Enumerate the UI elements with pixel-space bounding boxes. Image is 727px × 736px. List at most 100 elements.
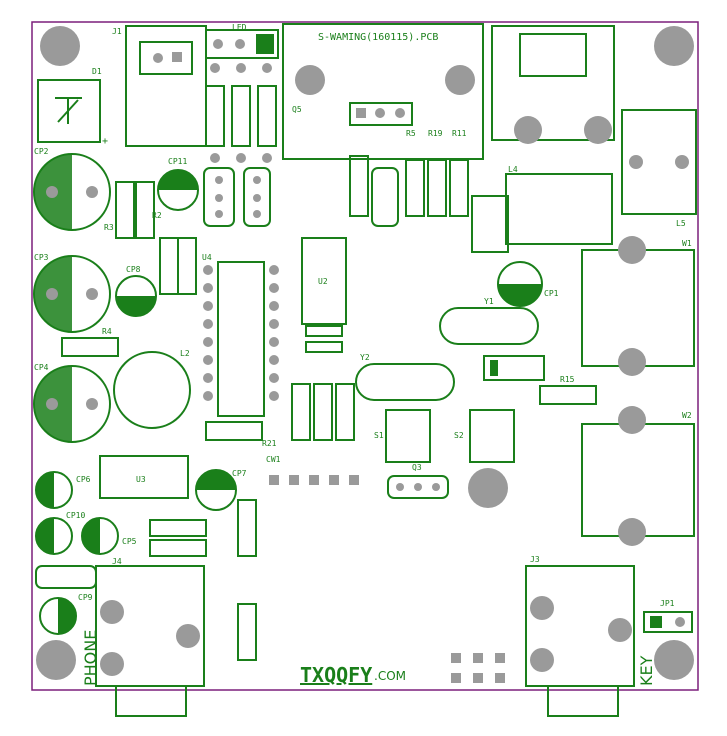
svg-text:Y2: Y2 — [360, 353, 370, 362]
r13-body — [291, 383, 311, 441]
svg-text:CP6: CP6 — [76, 475, 91, 484]
label-d1: D1 — [92, 67, 102, 76]
q4-body — [243, 167, 271, 227]
svg-text:R21: R21 — [262, 439, 277, 448]
svg-text:CP7: CP7 — [232, 469, 247, 478]
cp3-cap: CP3 — [33, 253, 111, 333]
r18a-body — [149, 519, 207, 537]
q2-body — [35, 565, 97, 589]
u1-body — [203, 167, 235, 227]
d1-plus: + — [102, 136, 108, 147]
svg-text:CP4: CP4 — [34, 363, 49, 372]
logo-text: TXQQFY — [300, 663, 372, 687]
svg-text:J3: J3 — [530, 555, 540, 564]
r17-body — [159, 237, 179, 295]
j1-body — [125, 25, 207, 147]
r19-body — [427, 159, 447, 217]
u2-body — [301, 237, 347, 325]
r11-body — [449, 159, 469, 217]
svg-text:CP8: CP8 — [126, 265, 141, 274]
cp10-cap: CP10 — [35, 511, 85, 555]
j4-tab — [115, 685, 187, 717]
svg-text:CP5: CP5 — [122, 537, 137, 546]
svg-text:R2: R2 — [152, 211, 162, 220]
cp6-cap: CP6 — [35, 471, 91, 509]
j1-housing — [139, 41, 193, 75]
r16-body — [177, 237, 197, 295]
r4-body — [61, 337, 119, 357]
pad-grid-mid — [269, 475, 359, 485]
r7-body — [257, 85, 277, 147]
r3-body — [115, 181, 135, 239]
j3-tab — [547, 685, 619, 717]
svg-text:U3: U3 — [136, 475, 146, 484]
cp4-cap: CP4 — [33, 363, 111, 443]
q5-body — [349, 102, 413, 126]
cp11-cap: CP11 — [157, 157, 199, 211]
l5-body — [621, 109, 697, 215]
mount-hole-mid — [468, 468, 508, 508]
label-led: LED — [232, 23, 247, 32]
svg-text:R15: R15 — [560, 375, 575, 384]
r10-body — [237, 499, 257, 557]
l2-inductor — [113, 351, 191, 429]
svg-text:L2: L2 — [180, 349, 190, 358]
svg-text:S2: S2 — [454, 431, 464, 440]
label-u2: U2 — [318, 277, 328, 286]
svg-text:R19: R19 — [428, 129, 443, 138]
svg-text:CP10: CP10 — [66, 511, 85, 520]
svg-text:L4: L4 — [508, 165, 518, 174]
svg-text:R5: R5 — [406, 129, 416, 138]
title-box — [282, 23, 484, 160]
svg-text:CP2: CP2 — [34, 147, 49, 156]
pad-grid-bottom — [451, 653, 505, 683]
edge-label-key: KEY — [637, 655, 656, 686]
s2-switch — [469, 409, 515, 463]
y2-crystal — [355, 363, 455, 401]
r20-body — [349, 155, 369, 217]
svg-text:R3: R3 — [104, 223, 114, 232]
svg-text:CP3: CP3 — [34, 253, 49, 262]
cp1-cap: CP1 — [497, 261, 559, 307]
r9-body — [313, 383, 333, 441]
r2-body — [135, 181, 155, 239]
label-q5: Q5 — [292, 105, 302, 114]
board-title: S-WAMING(160115).PCB — [318, 32, 438, 43]
cp5-cap: CP5 — [81, 517, 137, 555]
svg-text:CP1: CP1 — [544, 289, 559, 298]
svg-text:J4: J4 — [112, 557, 122, 566]
svg-text:CW1: CW1 — [266, 455, 281, 464]
r21-body — [205, 421, 263, 441]
svg-text:Y1: Y1 — [484, 297, 494, 306]
led-body — [205, 29, 279, 59]
cp8-cap: CP8 — [115, 265, 157, 317]
cp9-cap: CP9 — [39, 593, 93, 635]
svg-text:W2: W2 — [682, 411, 692, 420]
title-hole-r — [445, 65, 475, 95]
svg-text:S1: S1 — [374, 431, 384, 440]
label-j1: J1 — [112, 27, 122, 36]
r5-body — [405, 159, 425, 217]
title-hole-l — [295, 65, 325, 95]
svg-text:W1: W1 — [682, 239, 692, 248]
logo-suffix: .COM — [374, 669, 406, 683]
svg-text:CP9: CP9 — [78, 593, 93, 602]
svg-text:R11: R11 — [452, 129, 467, 138]
l4-body — [505, 173, 613, 245]
r8-body — [237, 603, 257, 661]
r12-body — [335, 383, 355, 441]
y1-crystal — [439, 307, 539, 345]
j2-body — [491, 25, 615, 141]
mount-hole-br — [654, 640, 694, 680]
label-u4: U4 — [202, 253, 212, 262]
svg-text:JP1: JP1 — [660, 599, 675, 608]
mount-hole-tl — [40, 26, 80, 66]
cp2-cap: CP2 — [33, 147, 111, 231]
s1-switch — [385, 409, 431, 463]
q3-body — [387, 475, 449, 499]
d1-body — [37, 79, 101, 143]
edge-label-phone: PHONE — [81, 630, 100, 686]
r15-body — [539, 385, 597, 405]
